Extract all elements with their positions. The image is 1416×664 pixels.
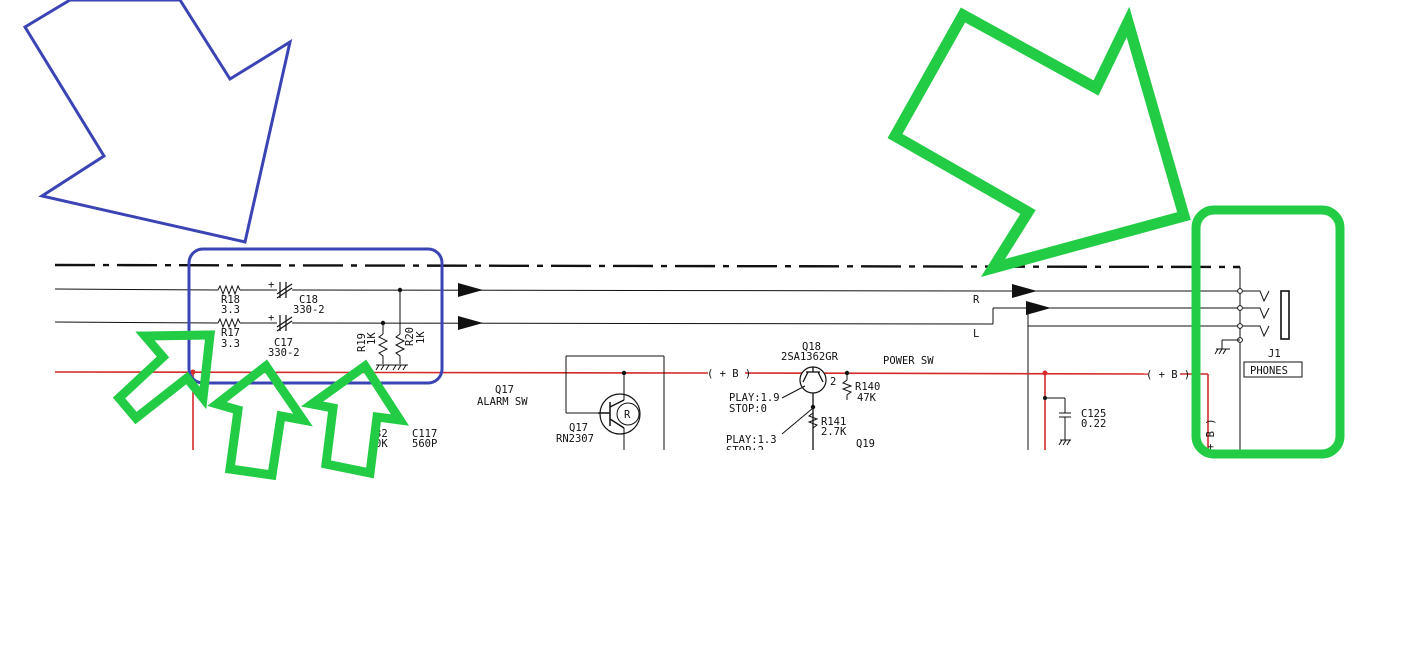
j1-function: PHONES bbox=[1250, 365, 1288, 377]
q18-pointer-line-2 bbox=[781, 407, 814, 435]
arrow-r-2 bbox=[1012, 284, 1037, 298]
r140-name: R140 bbox=[855, 381, 880, 393]
q18-part: 2SA1362GR bbox=[781, 351, 839, 363]
channel-r-label: R bbox=[973, 294, 980, 306]
r18-value: 3.3 bbox=[221, 304, 240, 316]
r18-name: R18 bbox=[221, 294, 240, 306]
green-arrow-small-3 bbox=[300, 359, 410, 479]
c125-junction bbox=[1043, 396, 1047, 400]
blue-highlight-box bbox=[187, 247, 444, 385]
q17-transistor-body bbox=[598, 399, 625, 429]
arrow-l-2 bbox=[1026, 301, 1051, 315]
channel-l-label: L bbox=[973, 328, 979, 340]
power-junction-2 bbox=[1042, 370, 1048, 376]
c18-plus: + bbox=[268, 279, 274, 291]
r140-value: 47K bbox=[857, 392, 877, 404]
c18-value: 330-2 bbox=[293, 304, 325, 316]
stop-voltage-2: STOP:2 bbox=[726, 445, 764, 457]
c117-name: C117 bbox=[412, 428, 437, 440]
r19-name: R19 bbox=[356, 333, 368, 352]
r17-value: 3.3 bbox=[221, 338, 240, 350]
r140-resistor bbox=[841, 375, 853, 400]
arrow-l-1 bbox=[458, 316, 483, 330]
plus-b-marker-2: ( + B ) bbox=[1146, 369, 1190, 381]
plus-b-marker-3: + B ) bbox=[1205, 418, 1217, 450]
c18-capacitor bbox=[276, 282, 293, 299]
ground-symbol bbox=[375, 364, 408, 371]
r18-resistor bbox=[217, 284, 241, 296]
r20-resistor bbox=[394, 333, 406, 364]
j1-jack bbox=[1214, 267, 1270, 450]
c18-name: C18 bbox=[299, 294, 318, 306]
ground-dashdot-line bbox=[54, 263, 1241, 269]
q18-name: Q18 bbox=[802, 341, 821, 353]
r141-name: R141 bbox=[821, 416, 846, 428]
r19-value: 1K bbox=[366, 332, 378, 345]
power-sw-label: POWER SW bbox=[883, 355, 934, 367]
r20-name: R20 bbox=[404, 327, 416, 346]
c125-value: 0.22 bbox=[1081, 418, 1106, 430]
play-voltage-1: PLAY:1.9 bbox=[729, 392, 780, 404]
q17-letter: R bbox=[624, 409, 631, 421]
j1-function-box bbox=[1243, 361, 1303, 378]
c17-capacitor bbox=[276, 315, 293, 332]
r141-junction bbox=[810, 404, 816, 410]
r17-resistor bbox=[217, 317, 241, 329]
green-highlight-box bbox=[1191, 205, 1345, 459]
q18-transistor-body bbox=[802, 367, 824, 450]
c125-capacitor bbox=[1045, 397, 1071, 446]
q17-r-marker bbox=[616, 402, 640, 426]
q17-frame bbox=[565, 355, 665, 450]
green-arrow-right bbox=[887, 6, 1191, 277]
q17-label: Q17 bbox=[495, 384, 514, 396]
r19-resistor bbox=[377, 333, 389, 364]
r17-name: R17 bbox=[221, 327, 240, 339]
blue-arrow bbox=[22, 0, 293, 244]
j1-name: J1 bbox=[1268, 348, 1281, 360]
plus-b-marker-1: ( + B ) bbox=[707, 368, 751, 380]
q18-pointer-line bbox=[781, 385, 806, 399]
r141-resistor bbox=[807, 409, 819, 432]
r140-junction bbox=[844, 370, 850, 376]
c17-name: C17 bbox=[274, 337, 293, 349]
q17-junction bbox=[621, 370, 627, 376]
r141-value: 2.7K bbox=[821, 426, 847, 438]
r20-value: 1K bbox=[415, 331, 427, 344]
arrow-r-1 bbox=[458, 283, 483, 297]
q19-part: 2SA1362 bbox=[845, 449, 889, 461]
q18-pin: 2 bbox=[830, 376, 836, 388]
r19-junction bbox=[380, 320, 386, 326]
q17-name: Q17 bbox=[569, 422, 588, 434]
green-arrow-small-2 bbox=[207, 359, 313, 481]
j1-plug bbox=[1280, 290, 1290, 340]
q17-part: RN2307 bbox=[556, 433, 594, 445]
c17-value: 330-2 bbox=[268, 347, 300, 359]
q19-name: Q19 bbox=[856, 438, 875, 450]
stop-voltage-1: STOP:0 bbox=[729, 403, 767, 415]
q17-transistor bbox=[599, 393, 641, 435]
power-junction bbox=[190, 369, 196, 375]
c117-value: 560P bbox=[412, 438, 437, 450]
c17-plus: + bbox=[268, 312, 274, 324]
q17-function: ALARM SW bbox=[477, 396, 528, 408]
c125-name: C125 bbox=[1081, 408, 1106, 420]
r20-junction bbox=[397, 287, 403, 293]
green-arrow-small-1 bbox=[112, 330, 216, 425]
play-voltage-2: PLAY:1.3 bbox=[726, 434, 777, 446]
